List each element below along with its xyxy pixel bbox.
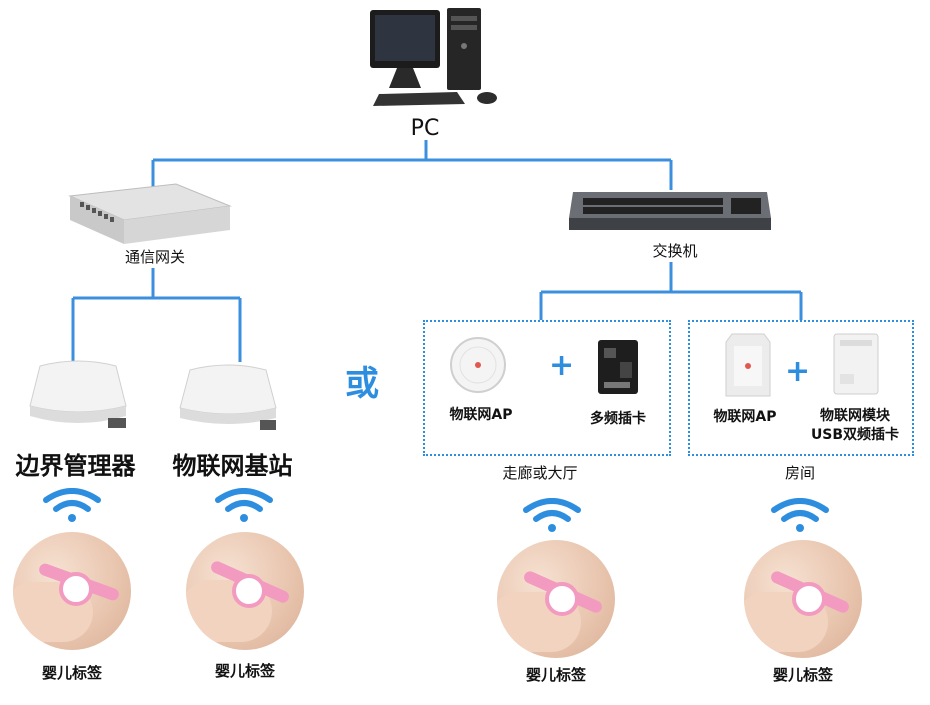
baby-tag-photo [744,540,862,658]
pc-icon [370,8,497,106]
wifi-icon [771,498,829,532]
baby-tag-photo [497,540,615,658]
edge-manager-label: 边界管理器 [15,452,136,480]
plus-icon: + [785,354,811,389]
multi-band-card-icon [598,340,638,394]
iot-ap-round-icon [450,337,506,393]
corridor-group-box [423,320,671,456]
edge-manager-device-icon [29,360,127,428]
baby-tag-label: 婴儿标签 [214,662,275,680]
wifi-icon [523,498,581,532]
corridor-zone-label: 走廊或大厅 [502,464,578,482]
baby-tag-label: 婴儿标签 [525,666,586,684]
switch-label: 交换机 [652,242,698,260]
usb-card-label: USB双频插卡 [810,427,900,443]
baby-tag-label: 婴儿标签 [41,664,102,682]
or-label: 或 [345,364,379,404]
room-ap-label: 物联网AP [713,409,777,425]
room-group-box [688,320,914,456]
iot-module-icon [833,333,879,395]
baby-tag-photo [13,532,131,650]
multi-band-card-label: 多频插卡 [590,411,646,427]
corridor-ap-label: 物联网AP [449,407,513,423]
iot-ap-wall-icon [725,333,771,397]
switch-device-icon [569,192,771,230]
room-zone-label: 房间 [784,464,815,482]
wifi-icon [215,488,273,522]
iot-base-station-icon [179,364,277,430]
iot-module-label: 物联网模块 [820,408,890,424]
pc-label: PC [410,116,440,141]
baby-tag-photo [186,532,304,650]
gateway-device-icon [68,183,232,244]
wifi-icon [43,488,101,522]
plus-icon: + [549,348,575,383]
iot-base-station-label: 物联网基站 [172,452,293,480]
baby-tag-label: 婴儿标签 [772,666,833,684]
gateway-label: 通信网关 [124,248,185,266]
